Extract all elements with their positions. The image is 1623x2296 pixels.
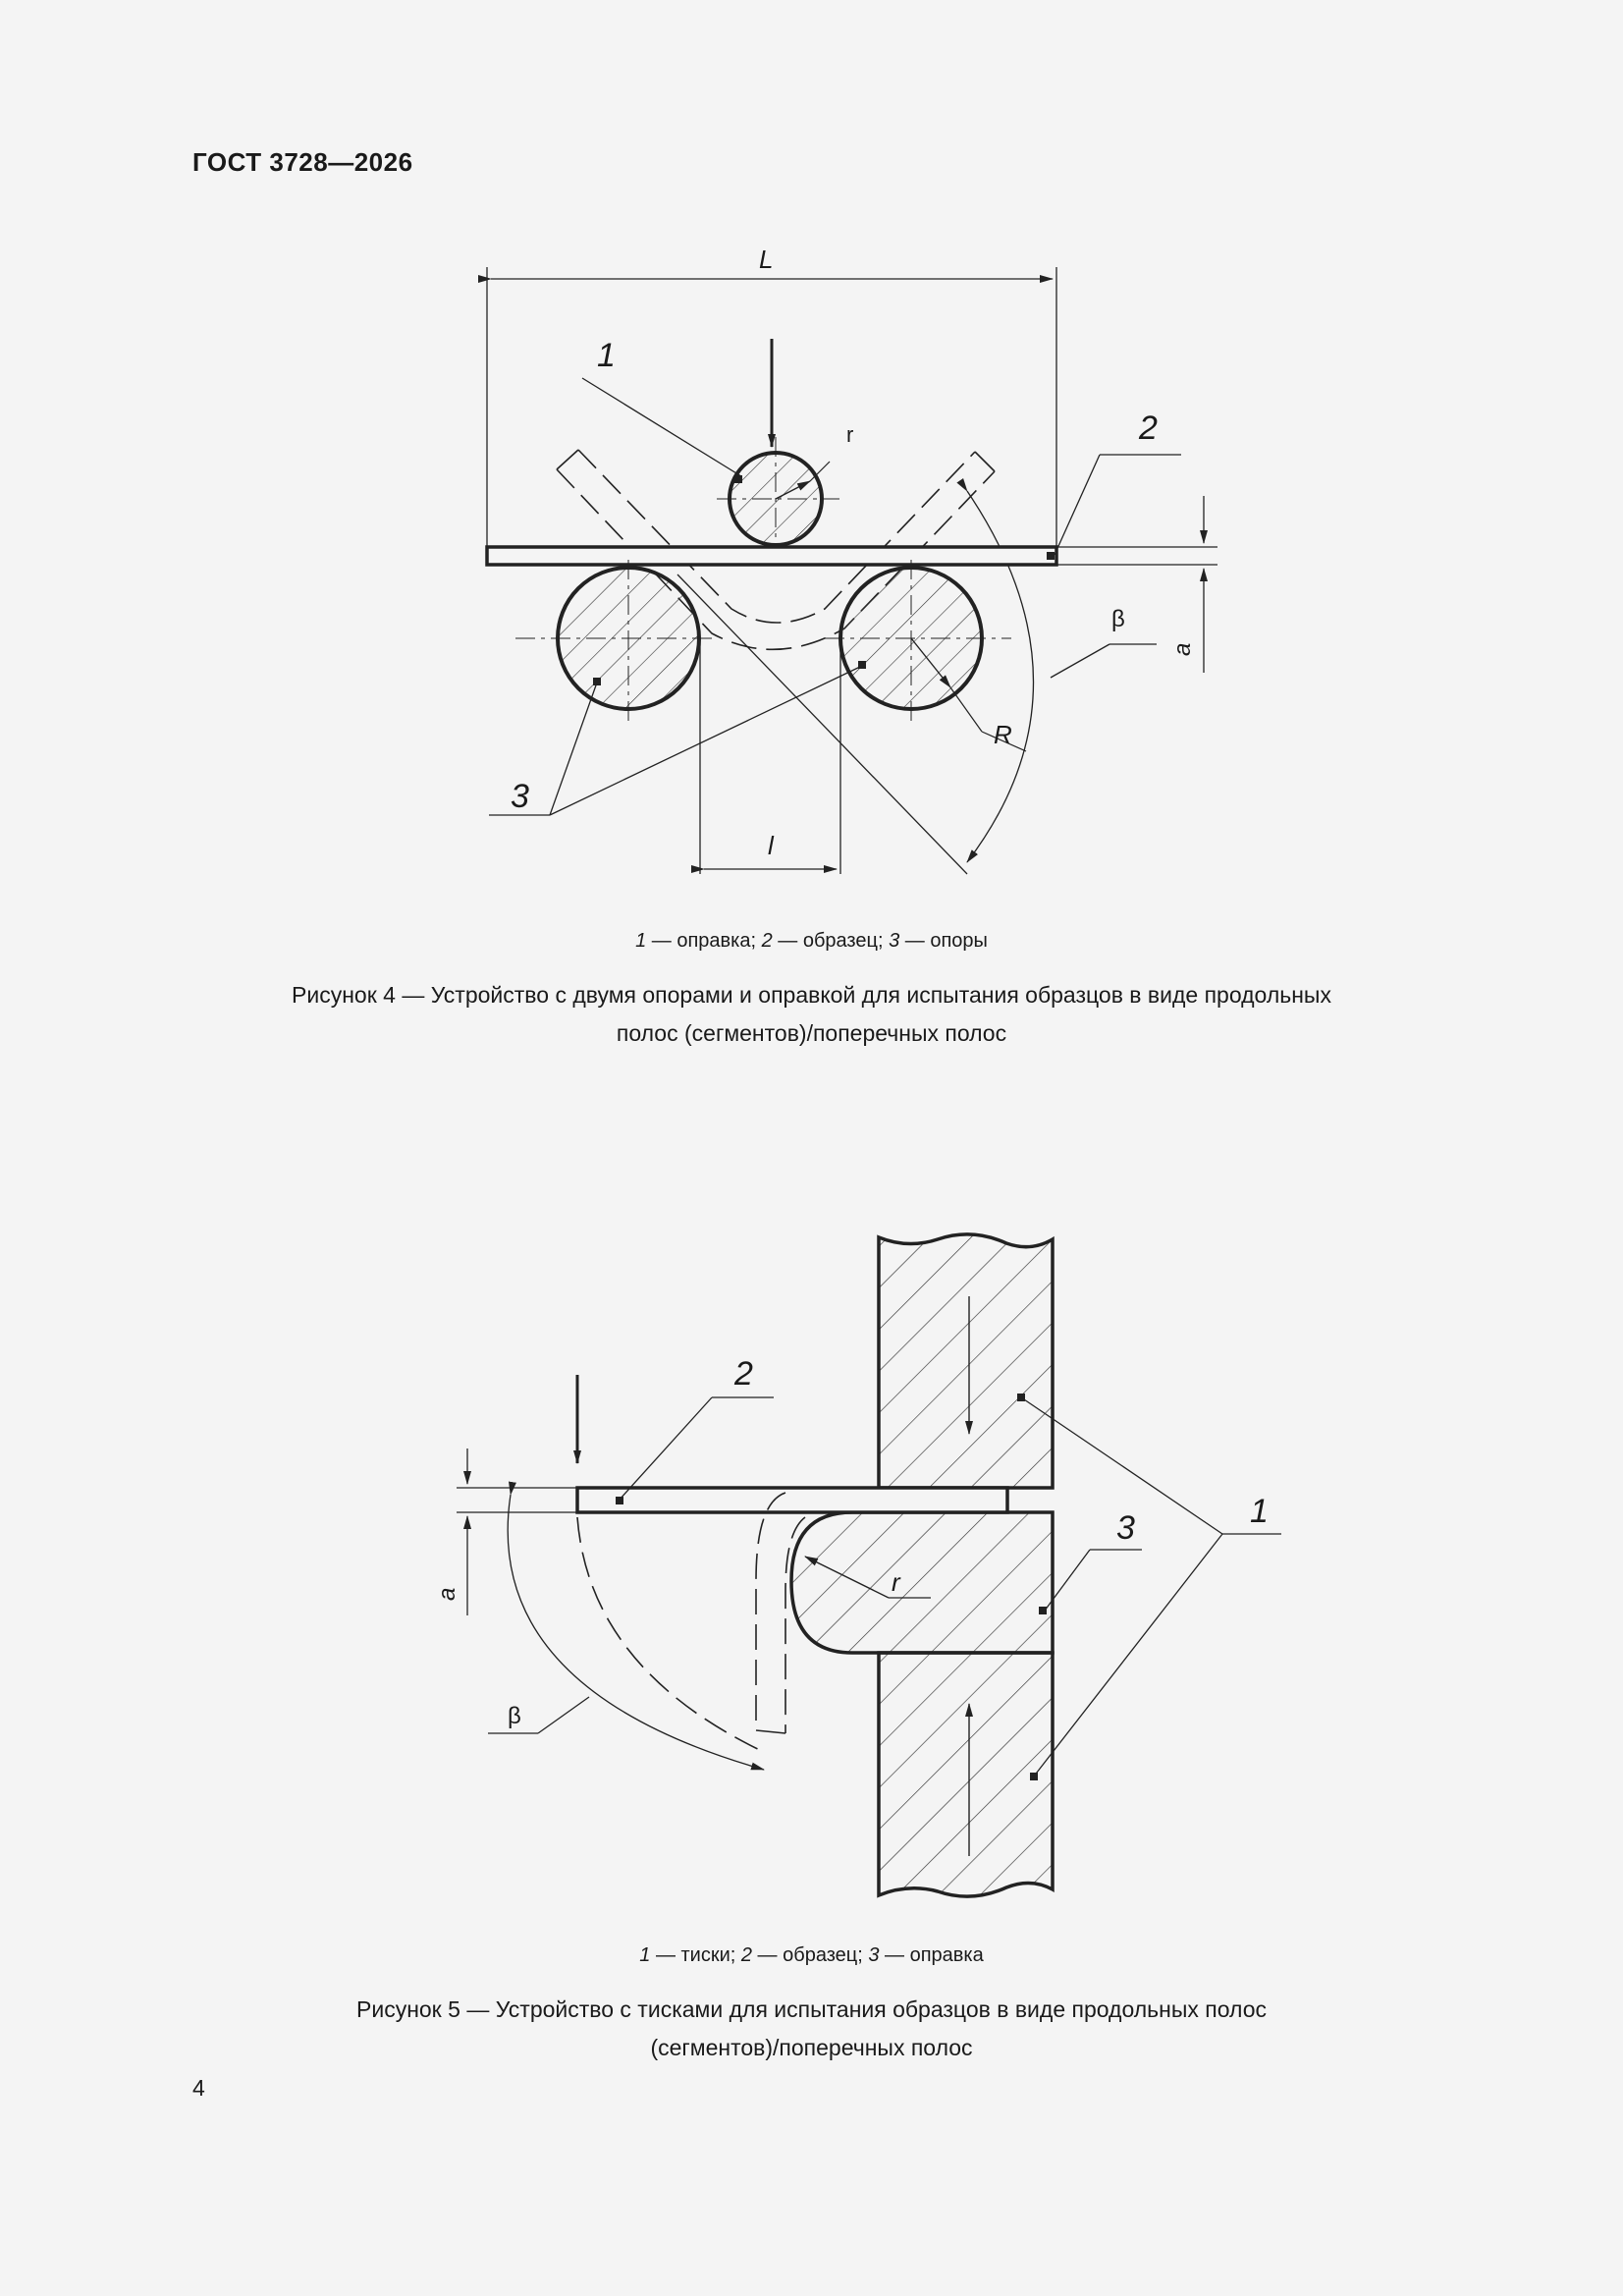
figure-5-legend: 1 — тиски; 2 — образец; 3 — оправка: [639, 1944, 984, 1966]
figure-5-caption: Рисунок 5 — Устройство с тисками для исп…: [356, 1996, 1267, 2060]
label-R: R: [994, 720, 1012, 749]
label-beta: β: [1111, 606, 1125, 632]
label-r: r: [846, 422, 853, 447]
label-beta: β: [508, 1703, 521, 1729]
callout-3: 3: [511, 778, 529, 815]
figure-5-drawing: 2 1 3 r β a: [434, 1232, 1281, 1898]
label-l: l: [768, 831, 775, 860]
label-r: r: [892, 1567, 901, 1597]
figure-5: 2 1 3 r β a: [0, 1198, 1623, 1944]
figure-4-drawing: L 1 2 3 r R β a l: [478, 245, 1217, 875]
document-header: ГОСТ 3728—2026: [192, 147, 413, 177]
page-number: 4: [192, 2075, 205, 2101]
figure-4: L 1 2 3 r R β a l: [0, 0, 1623, 943]
label-a: a: [1169, 643, 1196, 656]
label-L: L: [759, 245, 773, 274]
callout-2: 2: [733, 1355, 753, 1393]
callout-1: 1: [597, 337, 616, 374]
figure-4-caption: Рисунок 4 — Устройство с двумя опорами и…: [292, 982, 1331, 1046]
label-a: a: [434, 1588, 460, 1601]
figure-4-legend: 1 — оправка; 2 — образец; 3 — опоры: [635, 930, 988, 952]
callout-3: 3: [1116, 1509, 1135, 1547]
callout-1: 1: [1250, 1493, 1269, 1530]
callout-2: 2: [1138, 410, 1158, 447]
